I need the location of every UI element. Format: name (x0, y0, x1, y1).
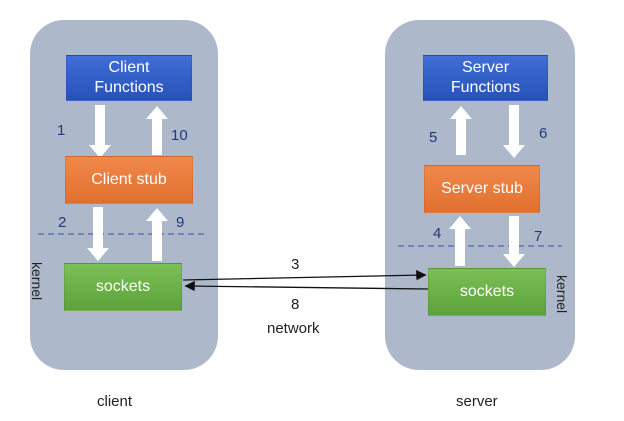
step-5-label: 5 (429, 129, 438, 146)
arrow-step-9 (146, 208, 168, 261)
server-stub-box: Server stub (424, 165, 540, 213)
client-functions-label: Client Functions (94, 59, 164, 96)
step-1-label: 1 (57, 122, 66, 139)
arrow-step-4 (449, 216, 471, 266)
step-8-label: 8 (291, 296, 300, 313)
client-caption: client (97, 393, 133, 410)
step-7-label: 7 (534, 228, 543, 245)
server-caption: server (456, 393, 498, 410)
step-9-label: 9 (176, 214, 185, 231)
server-kernel-label: kernel (554, 275, 570, 314)
network-label: network (267, 320, 320, 337)
arrow-step-1 (89, 105, 111, 158)
client-stub-label: Client stub (91, 171, 167, 188)
client-kernel-label: kernel (29, 262, 45, 301)
client-sockets-label: sockets (95, 278, 151, 295)
arrow-step-2 (87, 207, 109, 261)
server-functions-box: Server Functions (423, 55, 548, 101)
arrow-step-10 (146, 106, 168, 155)
step-3-label: 3 (291, 256, 300, 273)
step-10-label: 10 (171, 127, 188, 144)
network-arrow-step-3 (182, 269, 427, 281)
arrow-step-7 (503, 216, 525, 267)
arrow-step-5 (450, 106, 472, 155)
server-stub-label: Server stub (441, 180, 523, 197)
network-arrow-step-8 (184, 280, 429, 292)
server-functions-label: Server Functions (450, 59, 521, 96)
step-2-label: 2 (58, 214, 67, 231)
client-functions-box: Client Functions (66, 55, 192, 101)
server-sockets-box: sockets (428, 268, 546, 316)
client-sockets-box: sockets (64, 263, 182, 311)
arrow-step-6 (503, 105, 525, 158)
client-stub-box: Client stub (65, 156, 193, 204)
step-6-label: 6 (539, 125, 548, 142)
step-4-label: 4 (433, 225, 442, 242)
server-sockets-label: sockets (459, 283, 515, 300)
